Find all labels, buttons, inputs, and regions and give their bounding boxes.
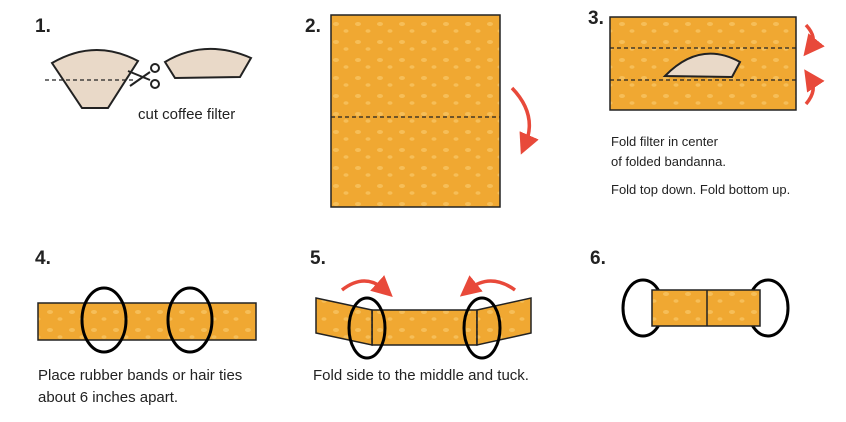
scissors-icon bbox=[127, 63, 160, 89]
finished-mask bbox=[651, 289, 761, 327]
fold-left-arrow-icon bbox=[340, 275, 393, 298]
coffee-filter bbox=[662, 52, 742, 79]
rubber-band bbox=[166, 286, 214, 354]
rubber-band bbox=[462, 296, 502, 360]
step-number: 2. bbox=[305, 16, 321, 37]
step-caption: Fold filter in center bbox=[611, 134, 719, 149]
folded-strip bbox=[37, 302, 257, 341]
step-2: 2. bbox=[305, 14, 539, 208]
step-caption: Place rubber bands or hair ties bbox=[38, 367, 242, 384]
step-caption: Fold side to the middle and tuck. bbox=[313, 367, 529, 384]
fold-up-arrow-icon bbox=[804, 69, 825, 106]
fold-right-arrow-icon bbox=[459, 275, 517, 297]
step-caption: Fold top down. Fold bottom up. bbox=[611, 182, 790, 197]
step-number: 6. bbox=[590, 248, 606, 269]
rubber-band bbox=[347, 296, 387, 360]
cut-filter-piece bbox=[163, 48, 253, 80]
folded-strip bbox=[371, 309, 478, 346]
step-caption: of folded bandanna. bbox=[611, 154, 726, 169]
fold-down-arrow-icon bbox=[803, 23, 825, 57]
step-caption: cut coffee filter bbox=[138, 106, 235, 123]
fold-arrow-icon bbox=[510, 86, 539, 155]
left-flap bbox=[315, 297, 373, 346]
bandanna bbox=[330, 14, 501, 208]
step-number: 5. bbox=[310, 248, 326, 269]
step-5: 5. Fold side to the middle and tuck. bbox=[310, 248, 532, 384]
step-3: 3. Fold filter in center of folded banda… bbox=[588, 8, 825, 197]
step-caption: about 6 inches apart. bbox=[38, 389, 178, 406]
rubber-band bbox=[80, 286, 128, 354]
step-number: 4. bbox=[35, 248, 51, 269]
coffee-filter bbox=[50, 49, 140, 109]
right-flap bbox=[476, 297, 532, 346]
step-6: 6. bbox=[590, 248, 790, 338]
step-1: 1. cut coffee filter bbox=[35, 16, 253, 123]
step-4: 4. Place rubber bands or hair ties about… bbox=[35, 248, 257, 406]
step-number: 1. bbox=[35, 16, 51, 37]
step-number: 3. bbox=[588, 8, 604, 29]
